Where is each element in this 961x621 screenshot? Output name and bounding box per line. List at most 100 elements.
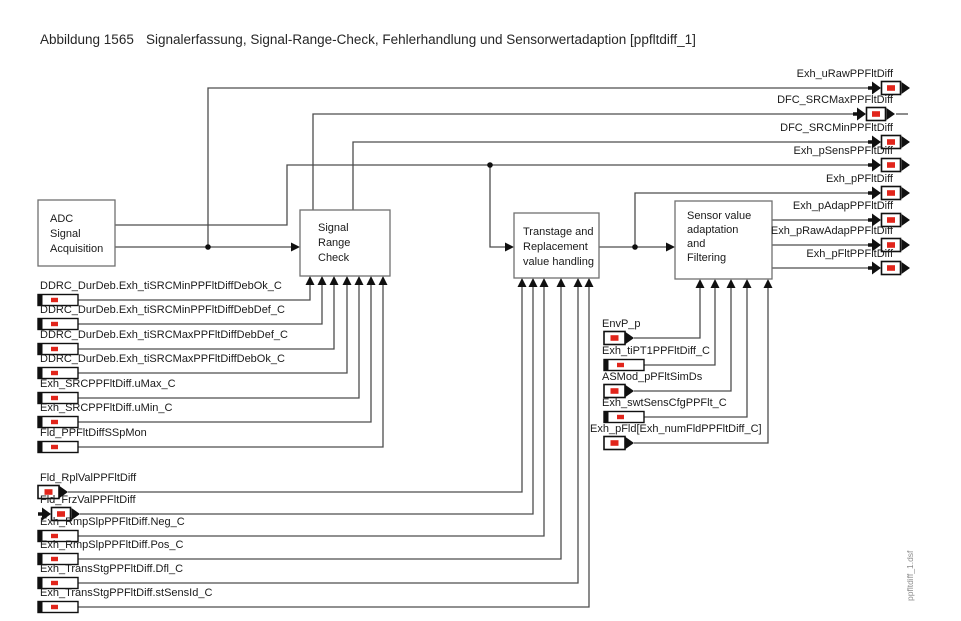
output-port-icon [867,157,911,173]
block-label: Signal [50,228,81,240]
output-label: DFC_SRCMaxPPFltDiff [777,94,894,106]
output-label: Exh_pRawAdapPPFltDiff [771,225,894,237]
output-label: Exh_uRawPPFltDiff [797,68,894,80]
arrow-up [726,279,736,288]
block-label: Range [318,237,350,249]
receive-port-icon [603,330,635,346]
arrow-into-sensor [666,242,675,252]
input-label: Exh_TransStgPPFltDiff.Dfl_C [40,563,183,575]
input-label: Exh_SRCPPFltDiff.uMax_C [40,378,176,390]
param-port-icon [603,358,645,372]
block-label: Filtering [687,252,726,264]
input-label: DDRC_DurDeb.Exh_tiSRCMaxPPFltDiffDebOk_C [40,353,285,365]
output-label: Exh_pPFltDiff [826,173,894,185]
input-label: Exh_TransStgPPFltDiff.stSensId_C [40,587,212,599]
block-label: adaptation [687,224,738,236]
arrow-up [742,279,752,288]
input-label: Exh_pFld[Exh_numFldPPFltDiff_C] [590,423,762,435]
wire-trans-in-6 [78,283,590,608]
block-label: ADC [50,213,73,225]
arrow-up [573,278,583,287]
transtage-input-ports: Fld_RplValPPFltDiff Fld_FrzValPPFltDiff … [37,472,212,614]
arrow-up [378,276,388,285]
output-port-icon [867,260,911,276]
output-ports: Exh_uRawPPFltDiff DFC_SRCMaxPPFltDiff DF… [771,68,911,276]
input-label: Exh_RmpSlpPPFltDiff.Neg_C [40,516,185,528]
block-label: value handling [523,256,594,268]
input-label: DDRC_DurDeb.Exh_tiSRCMinPPFltDiffDebDef_… [40,304,285,316]
param-port-icon [37,317,79,331]
wire-sens-in-5 [634,284,769,444]
param-port-icon [37,600,79,614]
input-label: Exh_tiPT1PPFltDiff_C [602,345,710,357]
block-signal-range-check: Signal Range Check [299,209,391,277]
input-label: Fld_FrzValPPFltDiff [40,494,137,506]
wire-psens-branch [489,165,506,248]
wire-sens-in-1 [634,284,701,339]
arrow-up [556,278,566,287]
param-port-icon [37,415,79,429]
input-label: Exh_swtSensCfgPPFlt_C [602,397,727,409]
arrow-up [528,278,538,287]
arrow-into-src [291,242,300,252]
param-port-icon [37,366,79,380]
receive-port-icon [603,435,635,451]
wire-ppflt [634,192,868,247]
figure-title: Signalerfassung, Signal-Range-Check, Feh… [146,32,696,47]
filename-watermark: ppfltdiff_1.dsf [905,550,915,601]
arrow-up [517,278,527,287]
block-label: Acquisition [50,243,103,255]
figure-number: Abbildung 1565 [40,32,134,47]
output-label: DFC_SRCMinPPFltDiff [780,122,894,134]
wire-sens-in-4 [644,284,748,418]
block-label: Transtage and [523,226,594,238]
block-label: Sensor value [687,210,751,222]
arrow-up [584,278,594,287]
input-label: Fld_PPFltDiffSSpMon [40,427,147,439]
arrow-up [695,279,705,288]
input-label: Exh_SRCPPFltDiff.uMin_C [40,402,173,414]
junction-dot [205,244,211,250]
block-sensor-value-adaptation: Sensor value adaptation and Filtering [674,200,773,280]
output-port-icon [867,80,911,96]
arrow-up [763,279,773,288]
sensor-input-ports: EnvP_p Exh_tiPT1PPFltDiff_C ASMod_pPFltS… [590,318,762,451]
wire-trans-in-2 [80,283,534,515]
output-port-icon [867,185,911,201]
arrow-up [354,276,364,285]
wire-srcmin [352,141,868,210]
wire-psens [115,164,868,226]
wire-trans-in-4 [78,283,562,560]
arrow-up [317,276,327,285]
arrow-up [305,276,315,285]
block-label: Replacement [523,241,588,253]
block-label: Signal [318,222,349,234]
wire-uraw [207,87,868,247]
output-label: Exh_pAdapPPFltDiff [793,200,894,212]
wire-src-in-4 [78,281,348,374]
wire-src-in-5 [78,281,360,399]
param-port-icon [37,440,79,454]
input-label: DDRC_DurDeb.Exh_tiSRCMaxPPFltDiffDebDef_… [40,329,288,341]
receive-port-icon [603,383,635,399]
output-label: Exh_pSensPPFltDiff [794,145,894,157]
arrow-into-transtage [505,242,514,252]
output-label: Exh_pFltPPFltDiff [806,248,894,260]
junction-dot [487,162,493,168]
block-label: Check [318,252,350,264]
wire-src-in-6 [78,281,372,423]
arrow-up [710,279,720,288]
arrow-up [539,278,549,287]
output-port-icon [852,106,896,122]
wire-sens-in-3 [634,284,732,392]
wire-src-in-1 [78,281,311,301]
arrow-up [329,276,339,285]
block-transtage-replacement: Transtage and Replacement value handling [513,212,600,279]
src-input-ports: DDRC_DurDeb.Exh_tiSRCMinPPFltDiffDebOk_C… [37,280,288,454]
junction-dot [632,244,638,250]
param-port-icon [603,410,645,424]
wire-srcmax [312,113,853,210]
input-label: Exh_RmpSlpPPFltDiff.Pos_C [40,539,184,551]
